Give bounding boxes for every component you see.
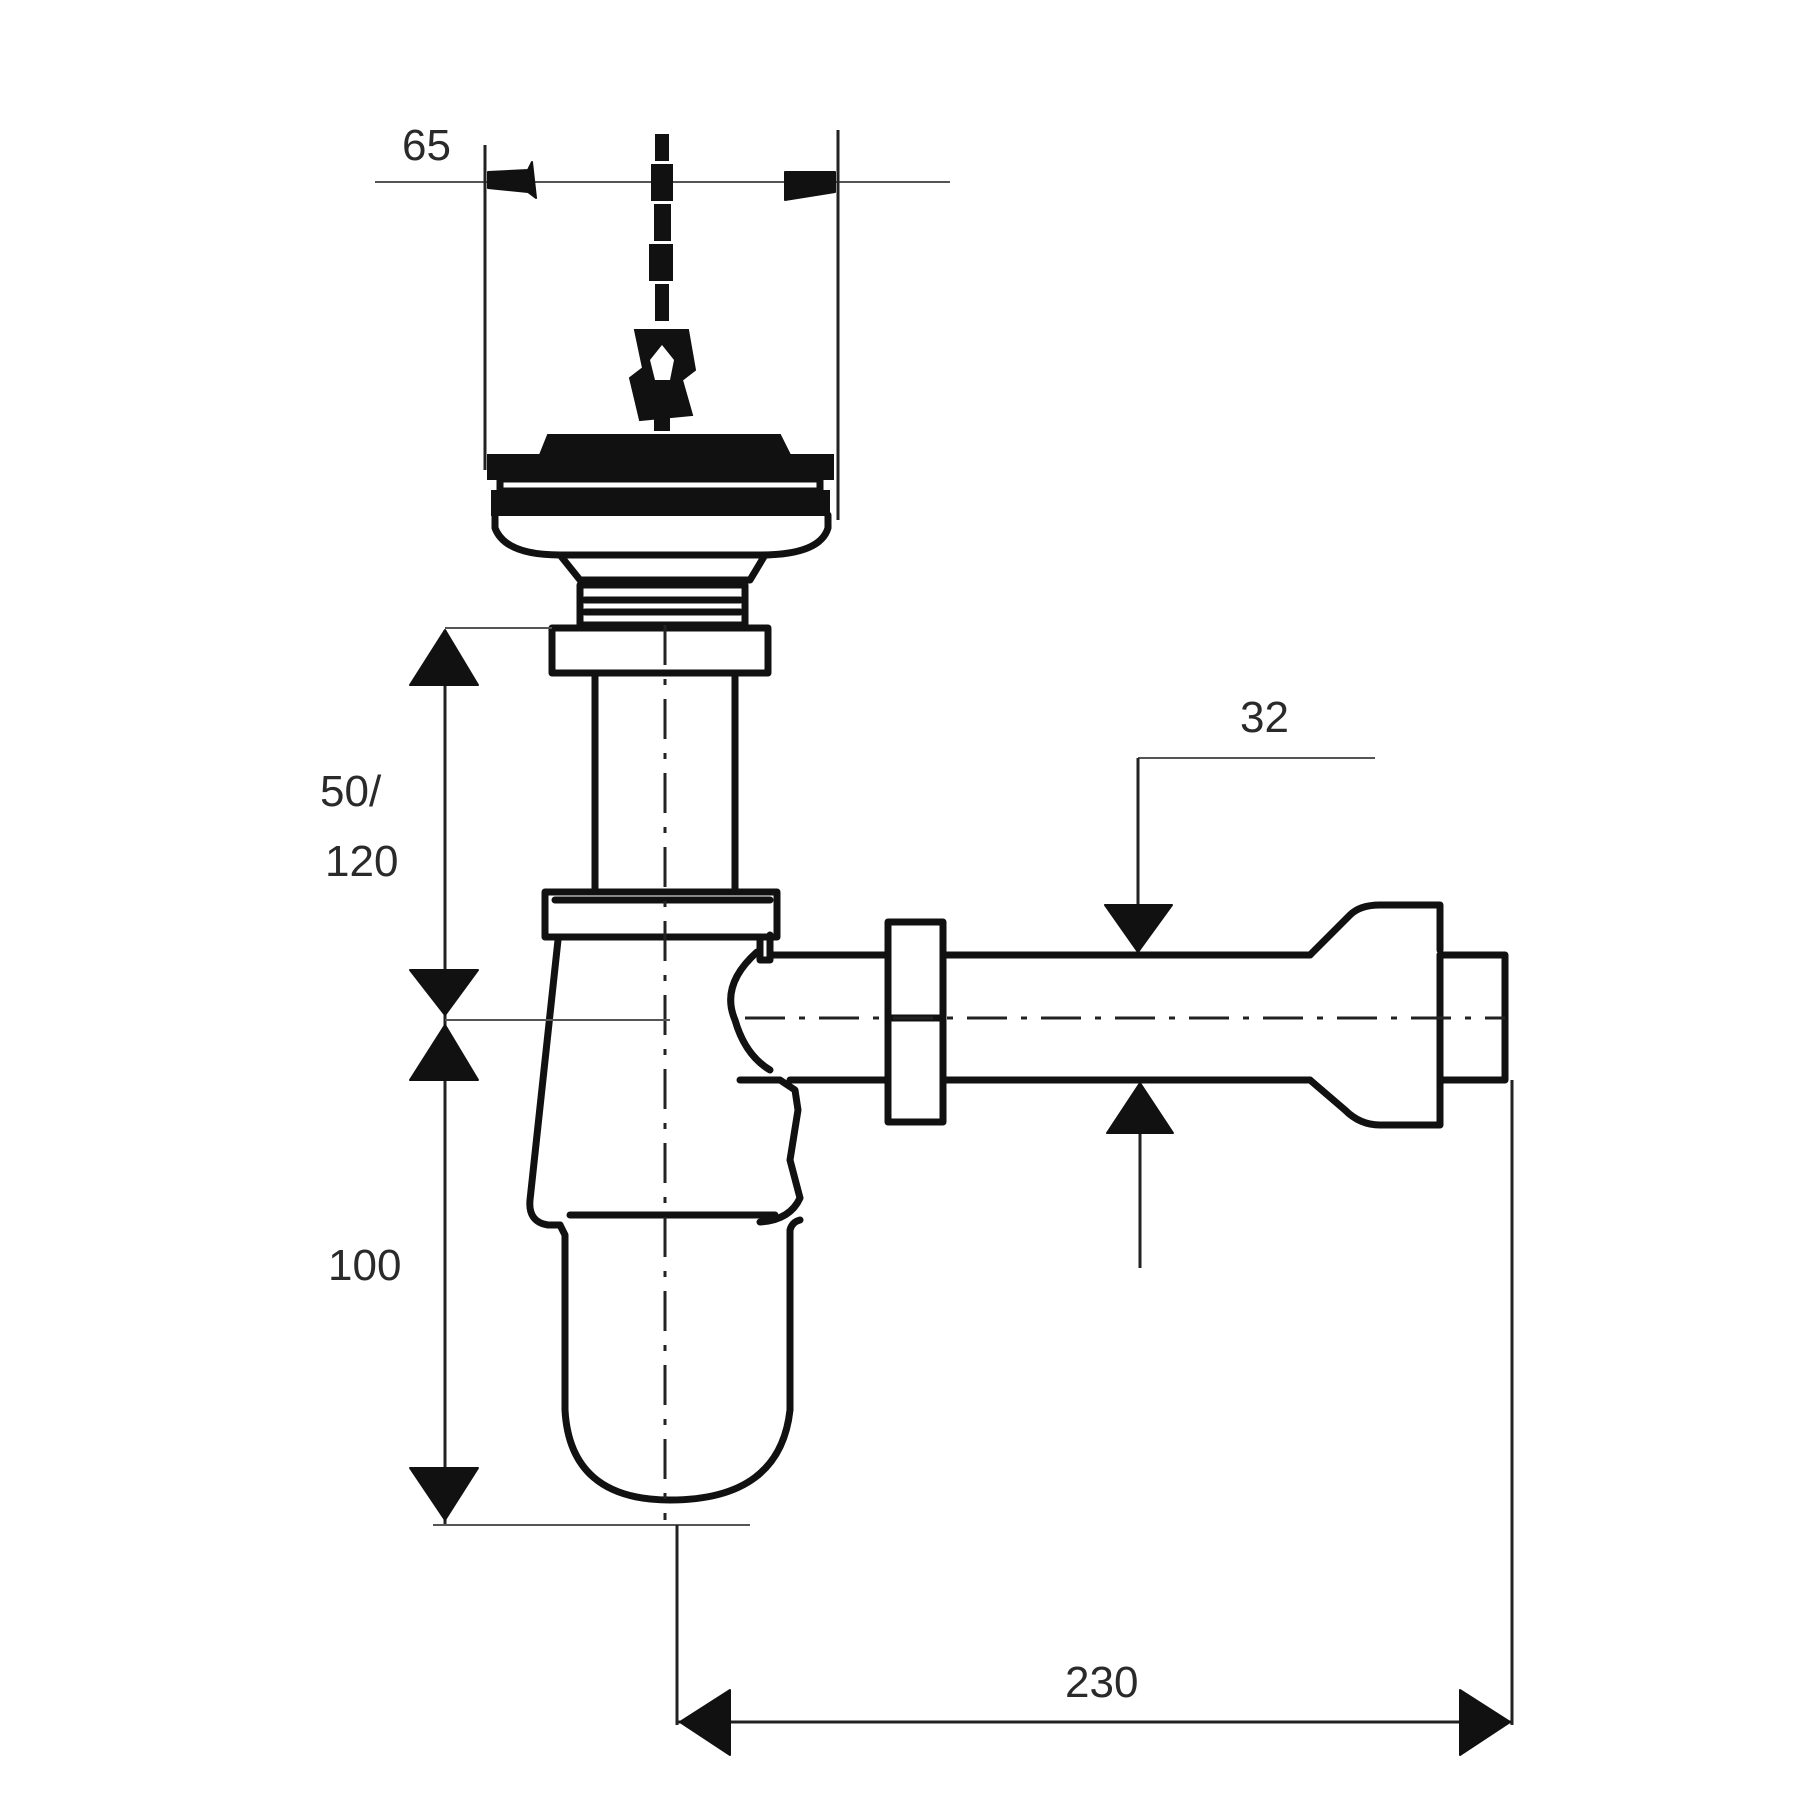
side-outlet-stub <box>727 948 892 1084</box>
dimension-horizontal-length: 230 <box>675 1080 1514 1756</box>
middle-nut <box>541 888 781 941</box>
upper-nut <box>548 624 772 677</box>
dimension-label-50: 50/ <box>320 767 382 816</box>
dimension-label-32: 32 <box>1240 693 1289 742</box>
dimension-outlet-diameter: 32 <box>1104 693 1375 1268</box>
dimension-top-width: 65 <box>375 121 950 520</box>
horizontal-outlet-pipe <box>939 901 1509 1129</box>
vertical-tailpiece <box>591 671 739 896</box>
dimension-label-230: 230 <box>1065 1658 1138 1707</box>
sink-strainer <box>487 434 834 629</box>
chain-and-plug <box>628 134 697 431</box>
bottle-trap-body <box>526 931 804 1504</box>
outlet-nut <box>884 918 947 1126</box>
dimension-label-100: 100 <box>328 1241 401 1290</box>
dimension-label-120: 120 <box>325 837 398 886</box>
dimension-label-65: 65 <box>402 121 451 170</box>
dimension-left-heights: 50/ 120 100 <box>320 627 750 1526</box>
